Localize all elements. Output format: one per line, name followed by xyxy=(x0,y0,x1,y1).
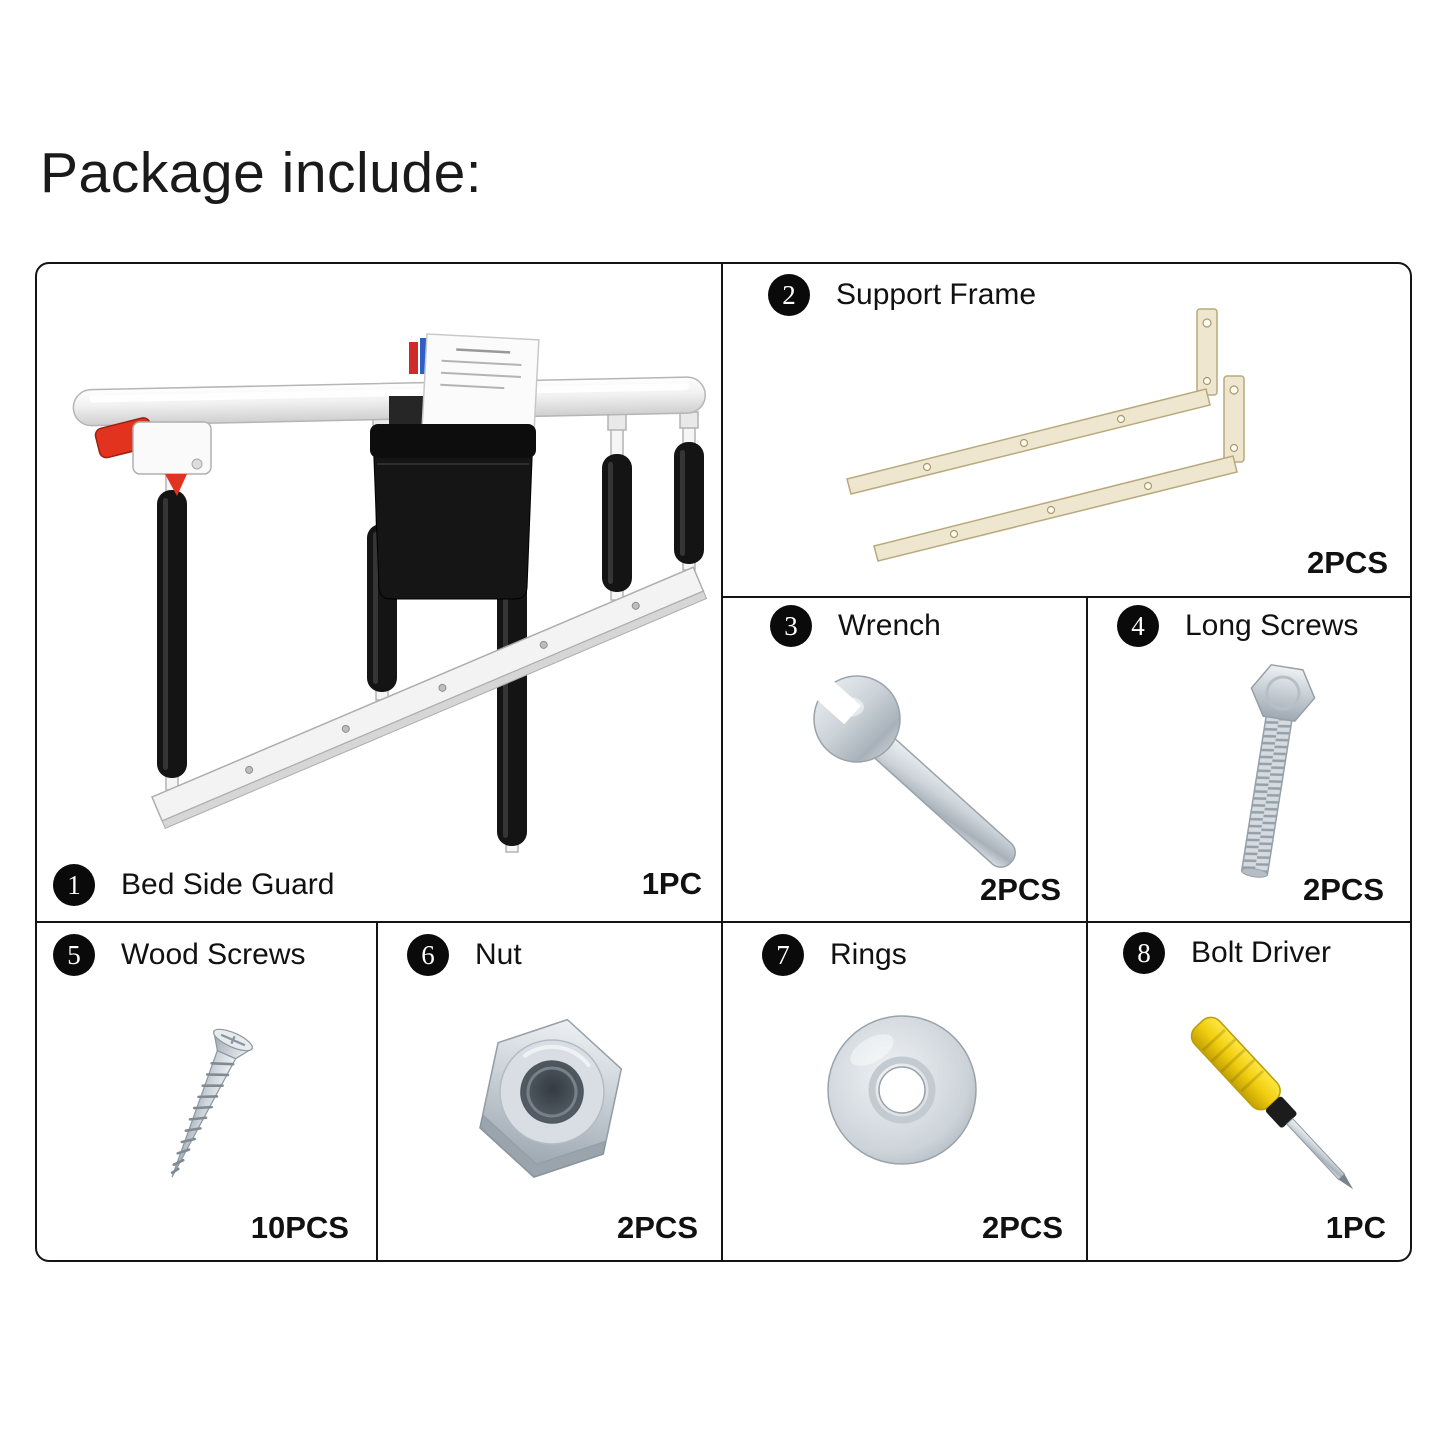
item-label: Rings xyxy=(830,938,907,971)
item-qty: 2PCS xyxy=(1307,545,1388,580)
grid-divider xyxy=(721,596,1410,598)
item-number-badge: 6 xyxy=(407,934,449,976)
item-label: Wrench xyxy=(838,609,941,642)
item-qty: 2PCS xyxy=(980,872,1061,907)
item-cell-rings: 7 Rings 2PCS xyxy=(722,922,1087,1260)
item-number-badge: 3 xyxy=(770,605,812,647)
item-qty: 10PCS xyxy=(250,1210,349,1245)
bolt-driver-illustration xyxy=(1190,1016,1354,1190)
item-qty: 2PCS xyxy=(982,1210,1063,1245)
item-cell-support-frame: 2 Support Frame 2PCS xyxy=(722,264,1410,597)
wood-screw-illustration xyxy=(170,1028,254,1178)
item-cell-wrench: 3 Wrench 2PCS xyxy=(722,597,1087,922)
item-qty: 2PCS xyxy=(617,1210,698,1245)
page-title: Package include: xyxy=(40,141,483,205)
item-qty: 2PCS xyxy=(1303,872,1384,907)
item-label: Bolt Driver xyxy=(1191,936,1332,969)
grid-divider xyxy=(1086,596,1088,1260)
item-label: Long Screws xyxy=(1185,609,1359,642)
item-cell-wood-screws: 5 Wood Screws 10PCS xyxy=(37,922,377,1260)
support-frame-illustration xyxy=(846,308,1245,562)
grid-divider xyxy=(376,921,378,1260)
item-cell-bed-side-guard: 1 Bed Side Guard 1PC xyxy=(37,264,722,922)
bed-side-guard-illustration xyxy=(72,333,708,853)
wrench-illustration xyxy=(781,648,1016,868)
nut-illustration xyxy=(479,1018,623,1178)
item-qty: 1PC xyxy=(1325,1210,1386,1245)
package-grid: 1 Bed Side Guard 1PC xyxy=(35,262,1412,1262)
grid-divider xyxy=(37,921,1410,923)
item-label: Wood Screws xyxy=(121,938,306,971)
item-qty: 1PC xyxy=(641,866,702,901)
washer-ring-illustration xyxy=(827,1015,977,1165)
item-cell-long-screws: 4 Long Screws 2PCS xyxy=(1087,597,1410,922)
item-number-badge: 1 xyxy=(53,864,95,906)
item-cell-bolt-driver: 8 Bolt Driver 1PC xyxy=(1087,922,1410,1260)
grid-divider xyxy=(721,264,723,1260)
item-number-badge: 2 xyxy=(768,274,810,316)
item-number-badge: 8 xyxy=(1123,932,1165,974)
item-cell-nut: 6 Nut 2PCS xyxy=(377,922,722,1260)
item-label: Bed Side Guard xyxy=(121,868,335,901)
item-label: Support Frame xyxy=(836,278,1037,311)
item-label: Nut xyxy=(475,938,522,971)
item-number-badge: 5 xyxy=(53,934,95,976)
item-number-badge: 7 xyxy=(762,934,804,976)
long-screw-illustration xyxy=(1240,664,1316,878)
item-number-badge: 4 xyxy=(1117,605,1159,647)
